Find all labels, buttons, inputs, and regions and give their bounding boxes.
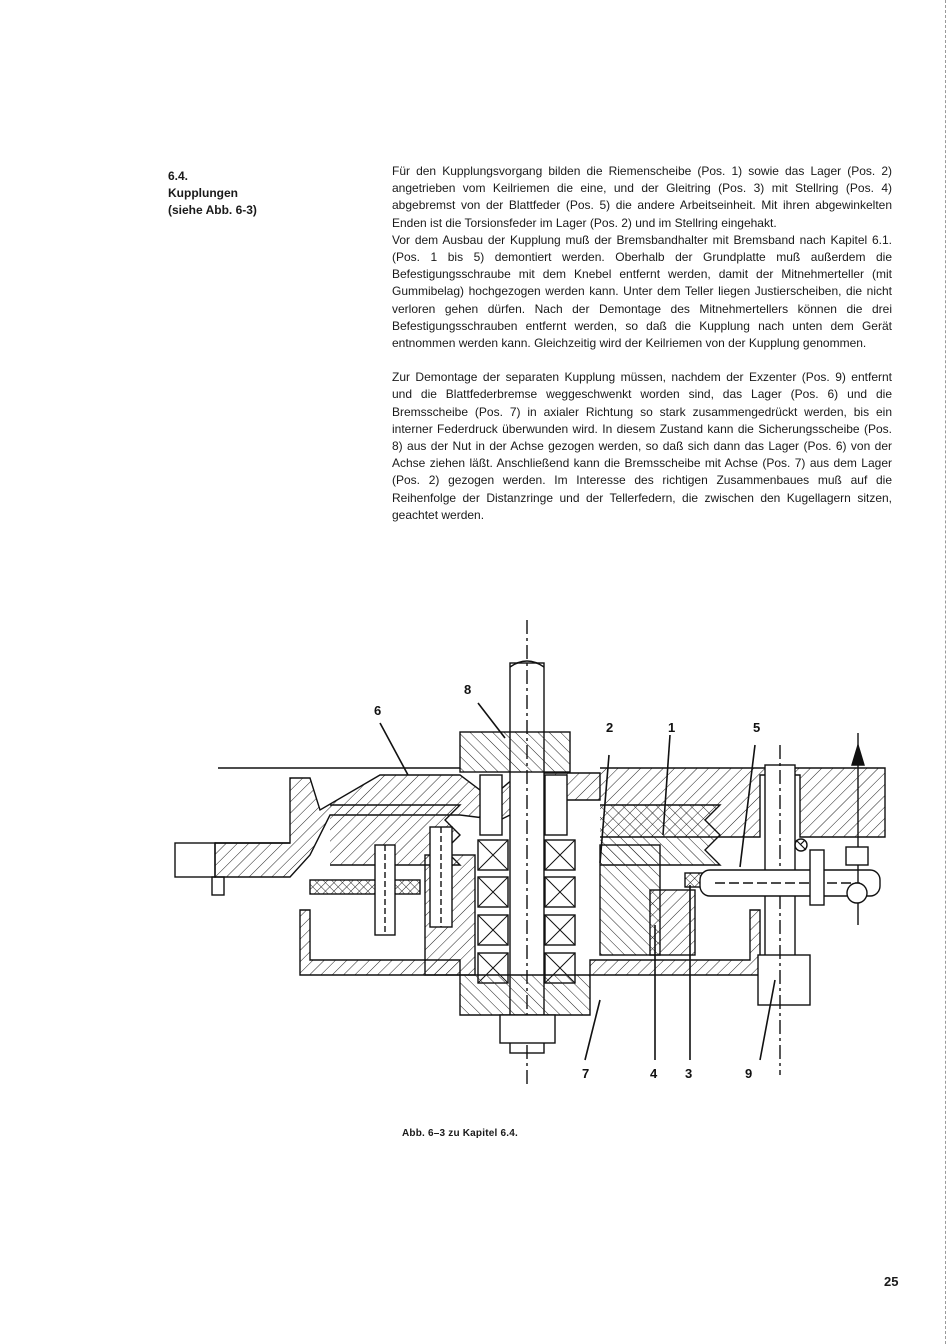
paragraph-2: Vor dem Ausbau der Kupplung muß der Brem… xyxy=(392,232,892,351)
label-pos-1: 1 xyxy=(668,720,675,735)
figure-reference: (siehe Abb. 6-3) xyxy=(168,203,257,217)
figure-caption: Abb. 6–3 zu Kapitel 6.4. xyxy=(402,1128,518,1139)
section-title: Kupplungen xyxy=(168,186,238,200)
paragraph-1: Für den Kupplungsvorgang bilden die Riem… xyxy=(392,164,892,230)
section-heading: 6.4. Kupplungen (siehe Abb. 6-3) xyxy=(168,168,318,219)
section-number: 6.4. xyxy=(168,169,189,183)
clutch-drawing: 8 6 2 1 5 7 4 3 9 xyxy=(174,620,886,1085)
clutch-cross-section-figure: 8 6 2 1 5 7 4 3 9 xyxy=(160,615,900,1090)
body-text: Für den Kupplungsvorgang bilden die Riem… xyxy=(392,163,892,524)
label-pos-4: 4 xyxy=(650,1066,658,1081)
page-number: 25 xyxy=(884,1274,899,1289)
label-pos-3: 3 xyxy=(685,1066,692,1081)
label-pos-8: 8 xyxy=(464,682,471,697)
label-pos-7: 7 xyxy=(582,1066,589,1081)
label-pos-6: 6 xyxy=(374,703,381,718)
label-pos-9: 9 xyxy=(745,1066,752,1081)
label-pos-2: 2 xyxy=(606,720,613,735)
paragraph-3: Zur Demontage der separaten Kupplung müs… xyxy=(392,370,892,522)
page-edge-line xyxy=(944,0,946,1344)
label-pos-5: 5 xyxy=(753,720,760,735)
